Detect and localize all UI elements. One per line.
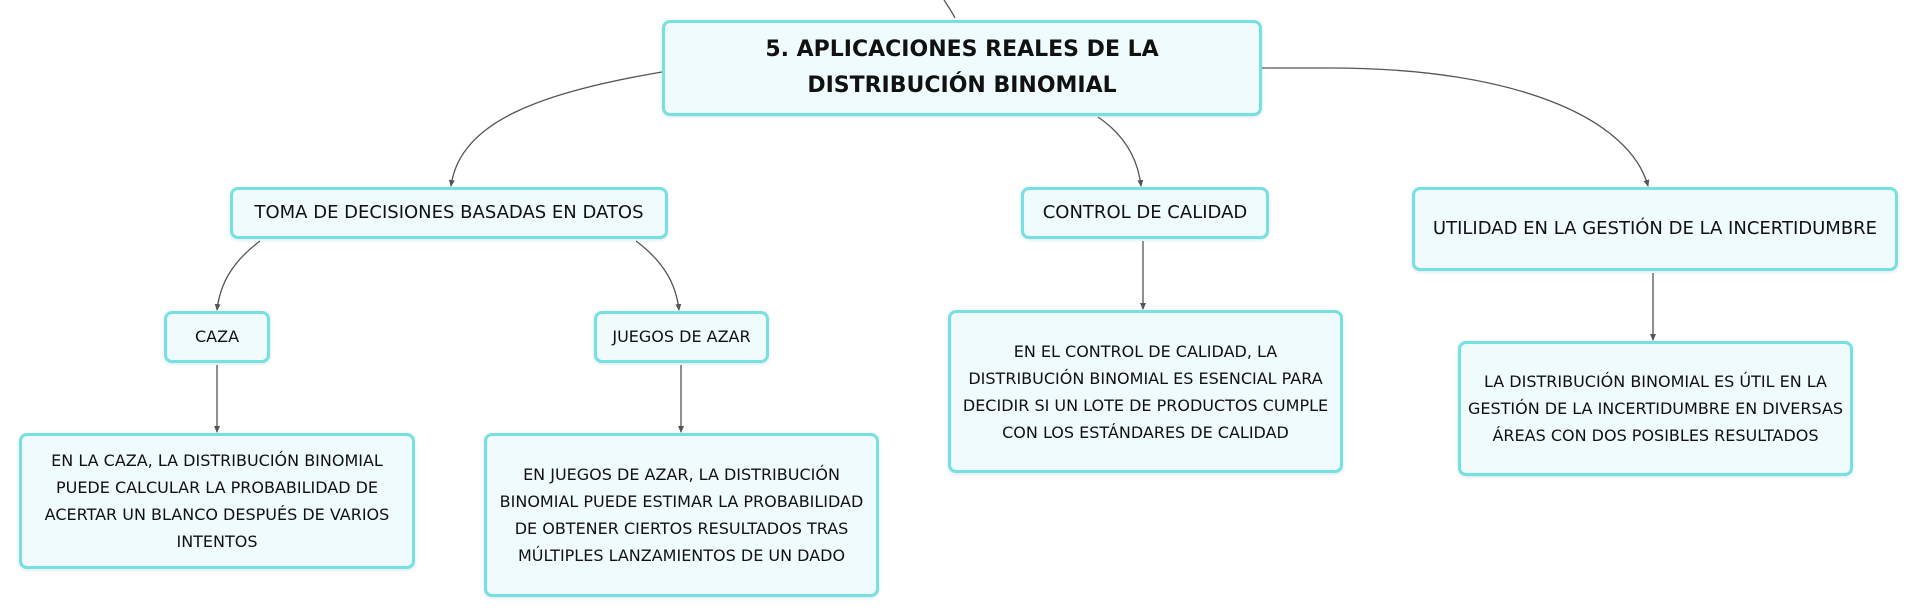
description-node-gestion-incertidumbre[interactable]: LA DISTRIBUCIÓN BINOMIAL ES ÚTIL EN LA G… xyxy=(1458,341,1853,476)
subtopic-label-caza: CAZA xyxy=(194,327,240,346)
description-text-caza: EN LA CAZA, LA DISTRIBUCIÓN BINOMIAL PUE… xyxy=(44,451,390,551)
edge-incoming-parent xyxy=(943,0,956,19)
edge-toma-to-juegos xyxy=(635,240,682,311)
main-topic-node[interactable]: 5. APLICACIONES REALES DE LA DISTRIBUCIÓ… xyxy=(662,20,1262,116)
subtopic-node-juegos-de-azar[interactable]: JUEGOS DE AZAR xyxy=(594,311,769,363)
main-topic-label: 5. APLICACIONES REALES DE LA DISTRIBUCIÓ… xyxy=(765,37,1159,98)
description-node-control-de-calidad[interactable]: EN EL CONTROL DE CALIDAD, LA DISTRIBUCIÓ… xyxy=(948,310,1343,473)
description-node-juegos-de-azar[interactable]: EN JUEGOS DE AZAR, LA DISTRIBUCIÓN BINOM… xyxy=(484,433,879,597)
description-text-juegos-de-azar: EN JUEGOS DE AZAR, LA DISTRIBUCIÓN BINOM… xyxy=(499,465,864,565)
edge-main-to-util xyxy=(1262,67,1650,187)
subtopic-node-caza[interactable]: CAZA xyxy=(164,311,270,363)
edge-toma-to-caza xyxy=(214,240,261,311)
topic-label-control-de-calidad: CONTROL DE CALIDAD xyxy=(1042,202,1248,223)
topic-node-toma-de-decisiones[interactable]: TOMA DE DECISIONES BASADAS EN DATOS xyxy=(230,187,668,239)
topic-node-gestion-incertidumbre[interactable]: UTILIDAD EN LA GESTIÓN DE LA INCERTIDUMB… xyxy=(1412,187,1898,271)
description-text-gestion-incertidumbre: LA DISTRIBUCIÓN BINOMIAL ES ÚTIL EN LA G… xyxy=(1467,372,1844,445)
topic-node-control-de-calidad[interactable]: CONTROL DE CALIDAD xyxy=(1021,187,1269,239)
subtopic-label-juegos-de-azar: JUEGOS DE AZAR xyxy=(612,327,751,346)
edge-main-to-control xyxy=(1097,116,1144,187)
topic-label-gestion-incertidumbre: UTILIDAD EN LA GESTIÓN DE LA INCERTIDUMB… xyxy=(1432,218,1878,239)
description-text-control-de-calidad: EN EL CONTROL DE CALIDAD, LA DISTRIBUCIÓ… xyxy=(962,341,1329,442)
description-node-caza[interactable]: EN LA CAZA, LA DISTRIBUCIÓN BINOMIAL PUE… xyxy=(19,433,415,569)
topic-label-toma-de-decisiones: TOMA DE DECISIONES BASADAS EN DATOS xyxy=(254,202,644,223)
edge-main-to-toma xyxy=(448,71,663,187)
